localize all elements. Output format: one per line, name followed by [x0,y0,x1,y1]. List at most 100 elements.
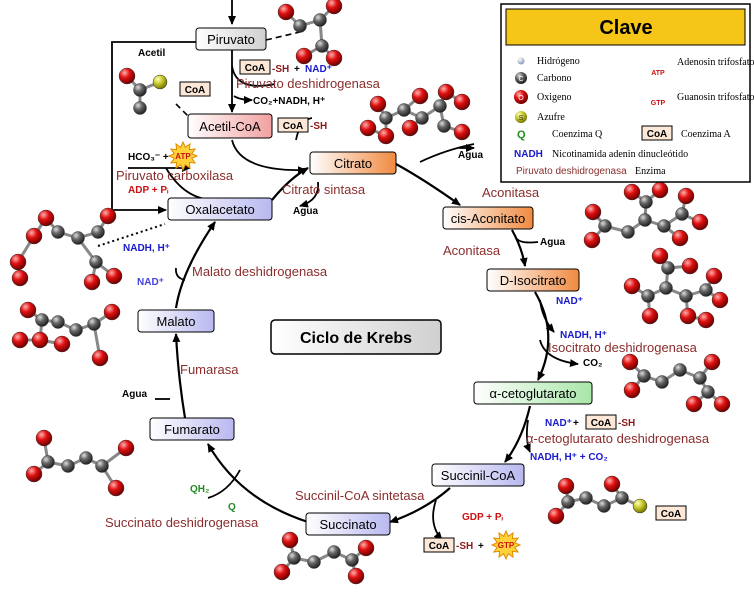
carbon-atom [701,385,715,399]
oxygen-atom [557,477,575,495]
fumarato-model [25,429,135,497]
oxygen-atom [401,119,419,137]
carbon-atom [657,219,671,233]
coq-icon: Q [517,129,526,141]
carbon-atom [655,375,669,389]
carbon-atom [675,207,689,221]
legend-nadh: Nicotinamida adenin dinucleótido [552,149,688,160]
oxygen-atom [11,269,29,287]
carbon-atom [598,219,612,233]
oxygen-atom [281,531,299,549]
coa-box-4 [423,537,455,553]
oxygen-atom [118,67,136,85]
cis-aconitato-model [583,181,709,249]
nadh-label-1: NADH, H⁺ [123,243,170,254]
legend: Clave Hidrógeno C Carbono O Oxigeno S Az… [500,3,754,183]
sh-label-2: -SH [310,121,327,132]
coa-label-1: CoA [245,63,266,74]
oxygen-atom [691,213,709,231]
oxygen-atom [25,465,43,483]
carbon-atom [313,13,327,27]
node-oxalacetato[interactable]: Oxalacetato [167,197,273,221]
oxygen-atom [623,183,641,201]
oxygen-atom [411,87,429,105]
carbon-atom [133,101,147,115]
plus-label-3: + [573,418,579,429]
succinato-model [273,531,375,585]
svg-text:ATP: ATP [651,70,665,77]
agua-label-4: Agua [122,389,147,400]
carbon-atom [639,195,653,209]
carbon-icon [515,72,527,84]
oxygen-atom [623,381,641,399]
nad-label-4: NAD⁺ [137,277,164,288]
carbon-atom [621,225,635,239]
carbon-atom [287,551,301,565]
oxygen-icon [514,90,528,104]
node-d-isocitrato[interactable]: D-Isocitrato [486,268,580,292]
oxygen-atom [83,273,101,291]
node-citrato[interactable]: Citrato [309,151,397,175]
co2-nadh-label: CO₂+NADH, H⁺ [253,96,325,107]
feeder-arrows [111,0,579,541]
carbon-atom [87,317,101,331]
oxygen-atom [377,127,395,145]
sulfur-icon [515,111,527,123]
sulfur-atom [632,498,648,514]
node-succinato[interactable]: Succinato [305,512,391,536]
oxygen-atom [547,507,565,525]
oxygen-atom [99,207,117,225]
carbon-atom [133,83,147,97]
oxygen-atom [711,291,729,309]
oxygen-atom [705,267,723,285]
carbon-atom [693,371,707,385]
legend-oxygen: Oxigeno [537,92,571,103]
carbon-atom [327,545,341,559]
oxygen-atom [651,181,669,199]
acetil-model [118,67,168,115]
carbon-atom [597,499,611,513]
node-malato[interactable]: Malato [137,309,215,333]
carbon-atom [91,225,105,239]
enzyme-aconitasa-1: Aconitasa [482,185,540,200]
carbon-atom [51,315,65,329]
oxygen-atom [107,479,125,497]
acetil-coa-model: CoA CoA [179,81,687,521]
enzyme-isocitrato-deshidrogenasa: Isocitrato deshidrogenasa [548,340,698,355]
oxygen-atom [357,539,375,557]
carbon-atom [95,459,109,473]
agua-label-2: Agua [293,206,318,217]
carbon-atom [379,111,393,125]
cycle-title-box: Ciclo de Krebs [270,319,442,355]
oxygen-atom [117,439,135,457]
oxygen-atom [369,95,387,113]
acetil-label: Acetil [138,48,165,59]
enzyme-piruvato-carboxilasa: Piruvato carboxilasa [116,168,234,183]
node-cis-aconitato[interactable]: cis-Aconitato [442,206,534,230]
node-acetil-coa[interactable]: Acetil-CoA [187,113,273,139]
svg-text:O: O [518,95,524,102]
node-piruvato[interactable]: Piruvato [195,27,267,51]
piruvato-model [277,0,343,67]
node-succinato-label: Succinato [319,517,376,532]
qh2-label: QH₂ [190,484,209,495]
carbon-atom [637,369,651,383]
carbon-atom [673,363,687,377]
oxygen-atom [325,0,343,15]
node-fumarato[interactable]: Fumarato [149,417,235,441]
oxygen-atom [25,227,43,245]
oxygen-atom [31,331,49,349]
node-alfa-cetoglutarato[interactable]: α-cetoglutarato [473,381,593,405]
nad-label-3: NAD⁺ [545,418,572,429]
legend-hydrogen: Hidrógeno [537,56,580,67]
oxygen-atom [295,47,313,65]
oxygen-atom [584,203,602,221]
legend-star-labels: ATP GTP [651,70,666,107]
node-succinil-coa[interactable]: Succinil-CoA [431,463,525,487]
node-malato-label: Malato [156,314,195,329]
oxygen-atom [277,3,295,21]
enzyme-alfa-ceto-deshidrogenasa: α-cetoglutarato deshidrogenasa [526,431,710,446]
sh-label-1: -SH [272,64,289,75]
legend-atp: Adenosin trifosfato [677,57,754,68]
oxygen-atom [35,429,53,447]
